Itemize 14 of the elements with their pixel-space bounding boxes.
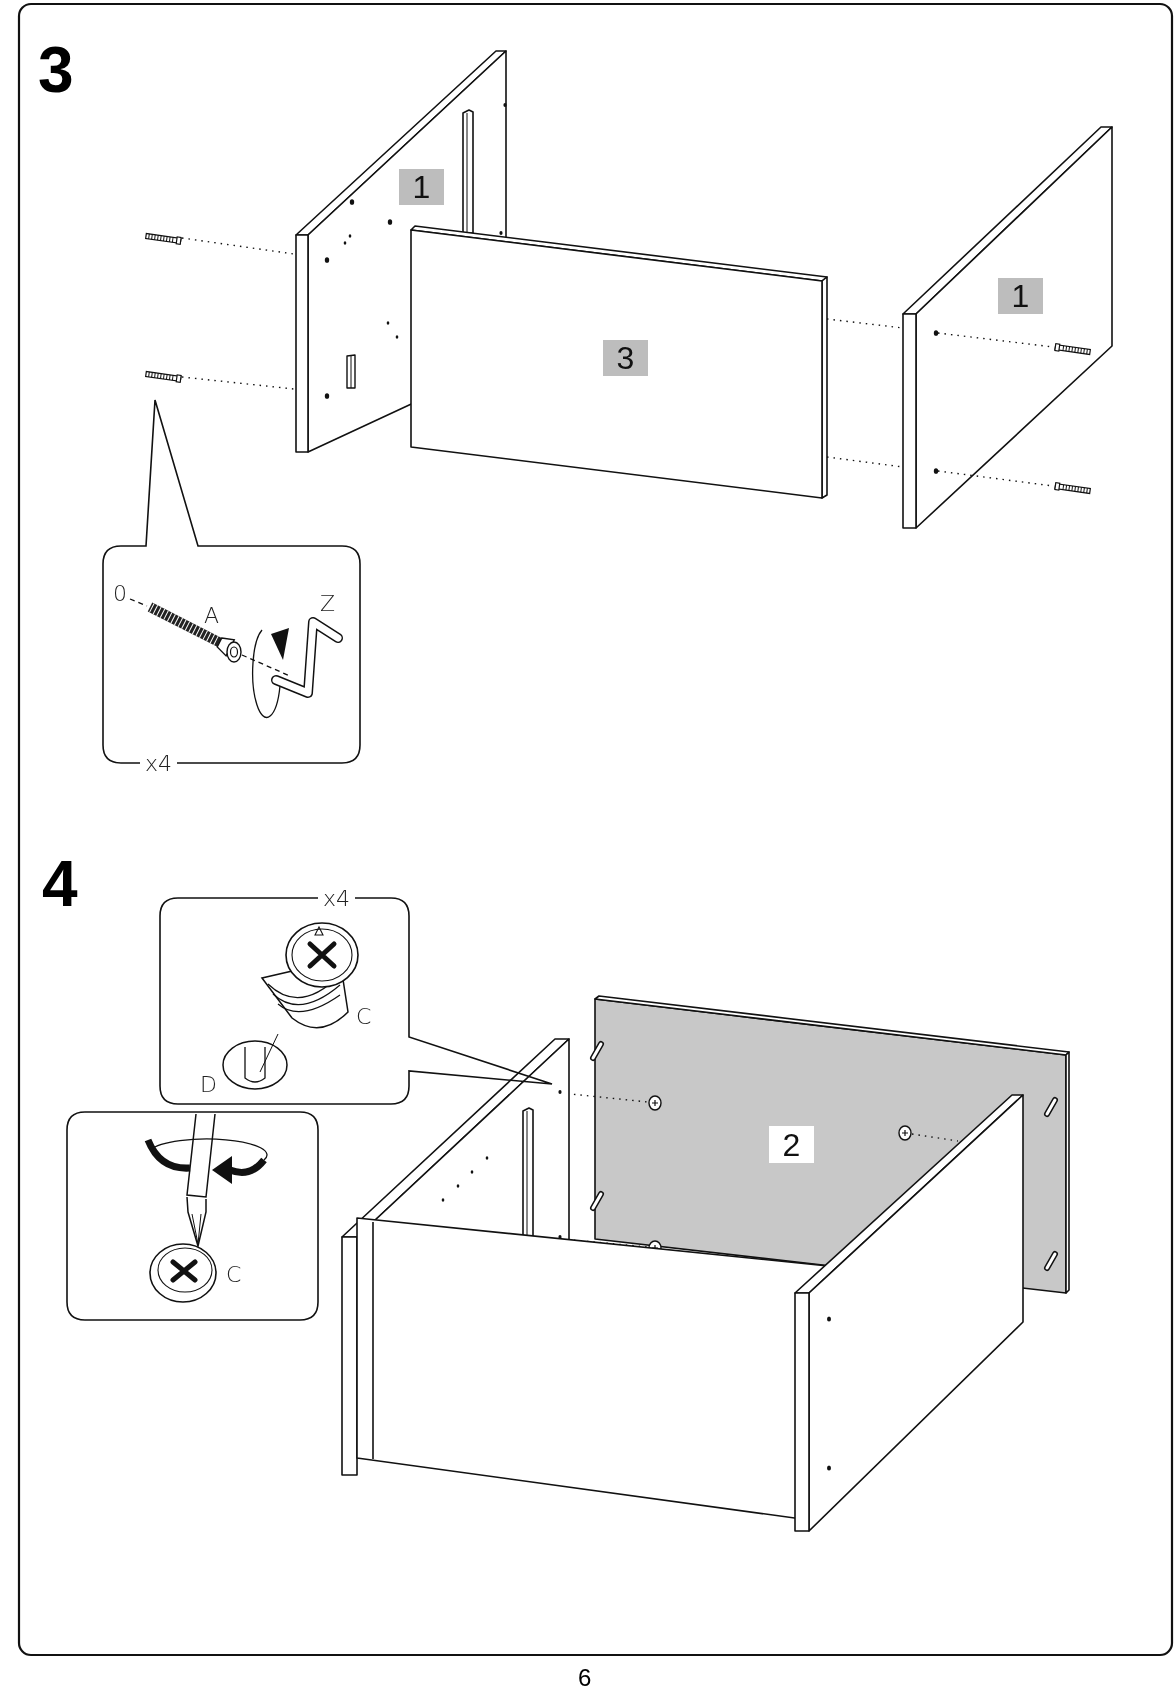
step-number: 4 xyxy=(42,852,78,916)
page-number: 6 xyxy=(578,1666,592,1690)
part-number-label: 1 xyxy=(998,278,1043,314)
part-letter: C xyxy=(226,1264,242,1286)
part-number-label: 2 xyxy=(769,1126,814,1163)
callout-bubble xyxy=(64,1109,321,1323)
part-letter: Z xyxy=(320,593,336,615)
part-number-label: 3 xyxy=(603,340,648,376)
part-letter: D xyxy=(200,1074,217,1096)
step-number: 3 xyxy=(38,38,74,102)
part-letter: A xyxy=(204,605,220,627)
part-number-label: 1 xyxy=(399,169,444,205)
part-letter: C xyxy=(356,1006,372,1028)
part-letter: 0 xyxy=(113,583,127,605)
